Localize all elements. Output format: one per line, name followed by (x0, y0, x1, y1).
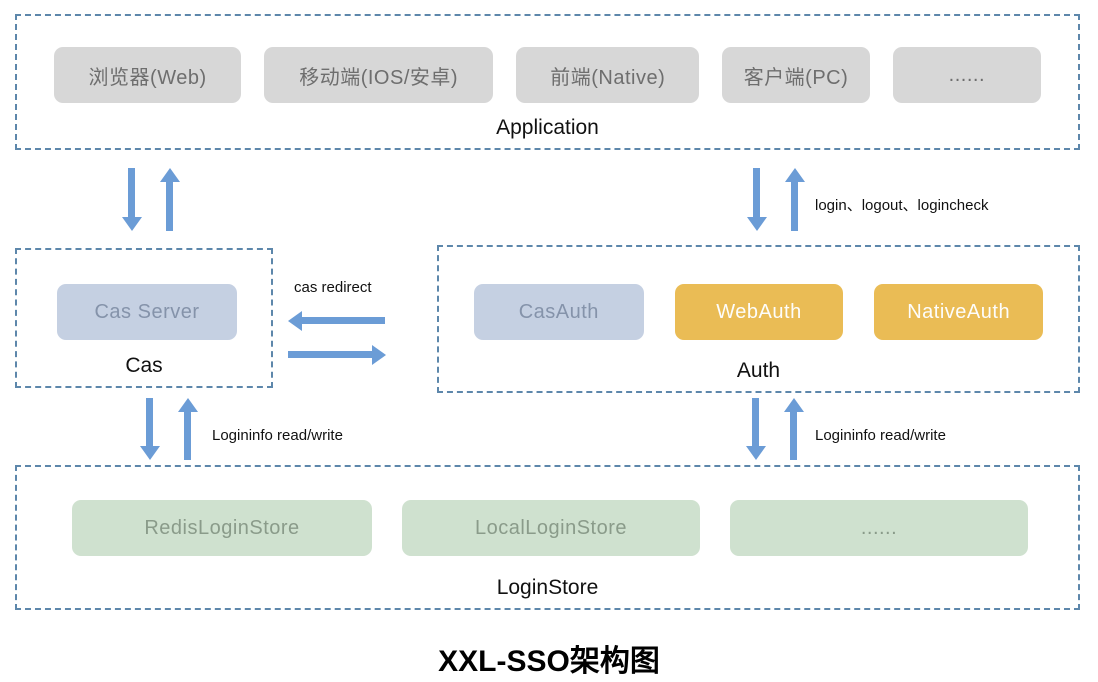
application-boxes-row: 浏览器(Web) 移动端(IOS/安卓) 前端(Native) 客户端(PC) … (54, 47, 1042, 103)
logininfo-left-note: Logininfo read/write (212, 427, 343, 444)
loginstore-section: RedisLoginStore LocalLoginStore ...... L… (15, 465, 1080, 610)
diagram-title: XXL-SSO架构图 (438, 645, 660, 678)
app-box-client-pc: 客户端(PC) (722, 47, 870, 103)
auth-section: CasAuth WebAuth NativeAuth Auth (437, 245, 1080, 393)
logininfo-right-note: Logininfo read/write (815, 427, 946, 444)
auth-boxes-row: CasAuth WebAuth NativeAuth (474, 284, 1043, 340)
nativeauth-box: NativeAuth (874, 284, 1043, 340)
arrow-left-auth-to-cas (302, 317, 385, 324)
arrow-down-app-to-auth (753, 168, 760, 217)
arrow-down-cas-to-loginstore (146, 398, 153, 446)
app-box-mobile-ios-android: 移动端(IOS/安卓) (264, 47, 494, 103)
loginstore-ellipsis-box: ...... (730, 500, 1028, 556)
arrow-up-loginstore-to-cas (184, 412, 191, 460)
arrow-up-loginstore-to-auth (790, 412, 797, 460)
arrow-up-cas-to-app (166, 182, 173, 231)
arrow-right-cas-to-auth (288, 351, 372, 358)
cas-section: Cas Server Cas (15, 248, 273, 388)
loginstore-boxes-row: RedisLoginStore LocalLoginStore ...... (72, 500, 1078, 556)
casauth-box: CasAuth (474, 284, 644, 340)
cas-redirect-note: cas redirect (294, 279, 372, 296)
application-section: 浏览器(Web) 移动端(IOS/安卓) 前端(Native) 客户端(PC) … (15, 14, 1080, 150)
loginstore-label: LoginStore (496, 576, 599, 599)
login-ops-note: login、logout、logincheck (815, 197, 989, 214)
app-box-ellipsis: ...... (892, 47, 1042, 103)
app-box-frontend-native: 前端(Native) (516, 47, 700, 103)
arrow-down-app-to-cas (128, 168, 135, 217)
application-label: Application (496, 116, 599, 139)
auth-label: Auth (736, 359, 781, 382)
arrow-down-auth-to-loginstore (752, 398, 759, 446)
arrow-up-auth-to-app (791, 182, 798, 231)
localloginstore-box: LocalLoginStore (402, 500, 700, 556)
redisloginstore-box: RedisLoginStore (72, 500, 372, 556)
app-box-browser-web: 浏览器(Web) (54, 47, 242, 103)
webauth-box: WebAuth (674, 284, 844, 340)
cas-server-box: Cas Server (57, 284, 237, 340)
cas-label: Cas (125, 354, 163, 377)
